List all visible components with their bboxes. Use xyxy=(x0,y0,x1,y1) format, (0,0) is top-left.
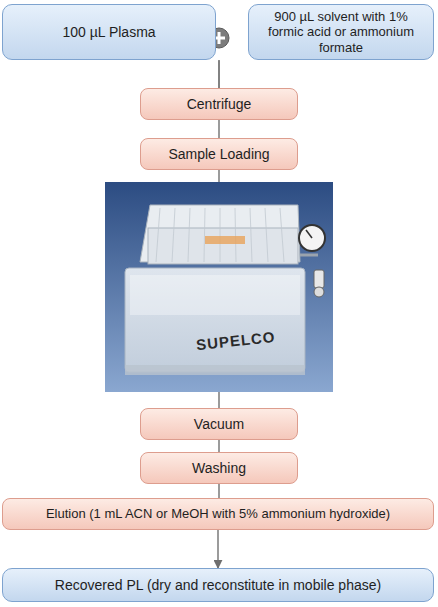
step-text: Recovered PL (dry and reconstitute in mo… xyxy=(55,577,381,594)
flow-connector xyxy=(218,120,220,138)
input-box: 100 µL Plasma xyxy=(2,4,216,60)
flow-connector xyxy=(218,440,220,452)
step-text: Sample Loading xyxy=(168,146,269,163)
step-text: Washing xyxy=(192,460,246,477)
process-box: Vacuum xyxy=(140,408,298,440)
step-text: Elution (1 mL ACN or MeOH with 5% ammoni… xyxy=(46,506,390,522)
process-box: Washing xyxy=(140,452,298,484)
step-text: 900 µL solvent with 1% formic acid or am… xyxy=(257,9,425,56)
flow-connector xyxy=(217,530,219,568)
flow-connector xyxy=(218,484,220,498)
process-box: Centrifuge xyxy=(140,88,298,120)
step-text: 100 µL Plasma xyxy=(62,24,155,41)
flow-line xyxy=(218,392,220,408)
manifold-photo xyxy=(105,182,333,392)
step-text: Vacuum xyxy=(194,416,244,433)
step-text: Centrifuge xyxy=(187,96,252,113)
process-box: Elution (1 mL ACN or MeOH with 5% ammoni… xyxy=(2,498,434,530)
input-box: Recovered PL (dry and reconstitute in mo… xyxy=(2,568,434,602)
input-box: 900 µL solvent with 1% formic acid or am… xyxy=(248,4,434,61)
flow-connector xyxy=(218,60,220,88)
flow-connector xyxy=(218,60,220,88)
process-box: Sample Loading xyxy=(140,138,298,170)
flow-line xyxy=(218,170,220,182)
